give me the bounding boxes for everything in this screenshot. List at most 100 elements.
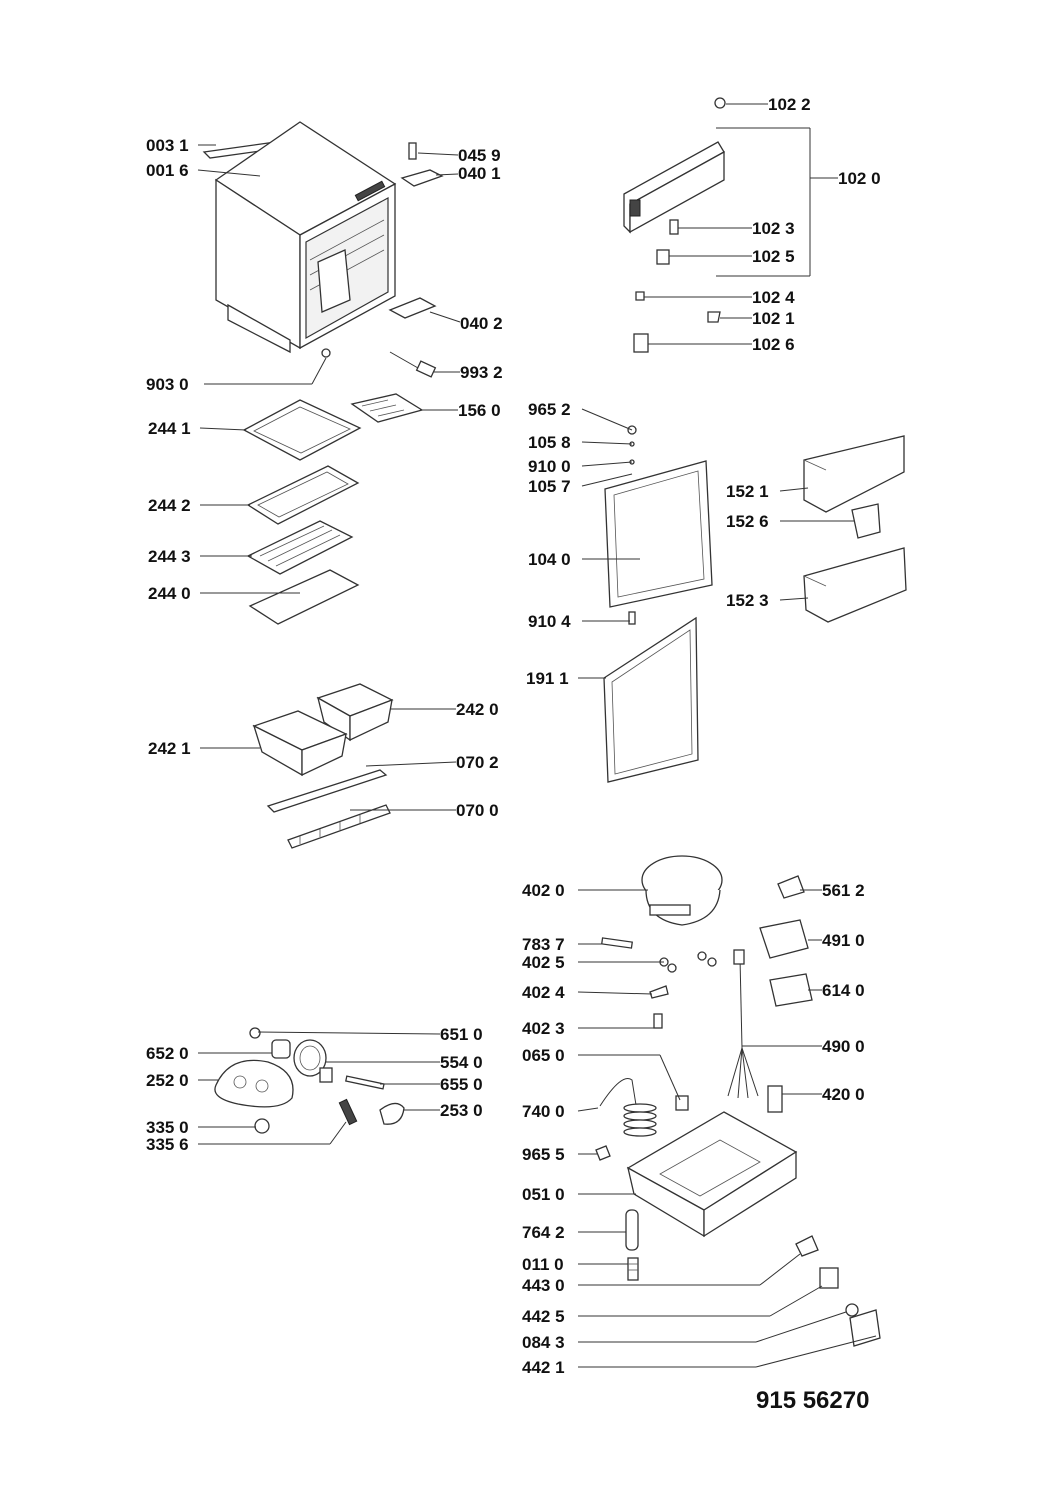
part-drawing-inner-door [604, 425, 713, 625]
label-6550: 655 0 [440, 1075, 483, 1094]
part-drawing-probe [389, 351, 437, 378]
part-drawing-shelf-3 [246, 520, 354, 575]
label-3356: 335 6 [146, 1135, 189, 1154]
label-1024: 102 4 [752, 288, 795, 307]
label-0016: 001 6 [146, 161, 189, 180]
leader-lines [197, 103, 877, 1368]
label-0031: 003 1 [146, 136, 189, 155]
part-drawing-cover-2530 [379, 1102, 405, 1125]
part-drawing-clip-4023 [653, 1013, 663, 1029]
label-4023: 402 3 [522, 1019, 565, 1038]
part-drawing-ice-tray [350, 393, 424, 423]
label-1058: 105 8 [528, 433, 571, 452]
label-0843: 084 3 [522, 1333, 565, 1352]
label-2421: 242 1 [148, 739, 191, 758]
part-drawing-tube-7642 [625, 1209, 639, 1251]
part-drawing-rail-0702 [266, 769, 388, 813]
label-4430: 443 0 [522, 1276, 565, 1295]
label-2442: 244 2 [148, 496, 191, 515]
part-drawing-shelf-2 [246, 465, 360, 525]
label-1025: 102 5 [752, 247, 795, 266]
part-drawing-cable-6550 [345, 1075, 385, 1090]
part-drawing-cabinet [214, 121, 397, 354]
label-9100: 910 0 [528, 457, 571, 476]
part-drawing-nut-0843 [845, 1303, 859, 1317]
part-drawing-drawer-2420 [316, 683, 394, 742]
label-0110: 011 0 [522, 1255, 564, 1274]
label-0401: 040 1 [458, 164, 501, 183]
part-drawing-capacitor-4200 [767, 1085, 783, 1113]
label-9104: 910 4 [528, 612, 571, 631]
label-2520: 252 0 [146, 1071, 189, 1090]
part-drawing-rail-0700 [287, 804, 391, 849]
label-6510: 651 0 [440, 1025, 483, 1044]
part-drawing-grommets [659, 951, 717, 973]
part-labels: 003 1 001 6 045 9 040 1 040 2 903 0 993 … [146, 95, 881, 1377]
label-9932: 993 2 [460, 363, 503, 382]
part-drawing-shelf-1 [242, 399, 362, 461]
label-4900: 490 0 [822, 1037, 865, 1056]
part-drawing-pin [408, 142, 417, 160]
label-1057: 105 7 [528, 477, 571, 496]
part-drawing-knob-3350 [254, 1118, 270, 1134]
label-4425: 442 5 [522, 1307, 565, 1326]
label-9030: 903 0 [146, 375, 189, 394]
part-drawing-crisper-cover [248, 569, 360, 625]
label-1526: 152 6 [726, 512, 769, 531]
part-drawing-lamp-holder [271, 1039, 291, 1059]
part-drawing-lower-hinge [388, 297, 437, 319]
part-drawing-knob-4425 [819, 1267, 839, 1289]
label-1521: 152 1 [726, 482, 769, 501]
label-1023: 102 3 [752, 219, 795, 238]
label-7837: 783 7 [522, 935, 565, 954]
part-drawing-door-bin-1523 [803, 547, 907, 623]
label-1022: 102 2 [768, 95, 811, 114]
part-drawing-spring-3356 [338, 1098, 358, 1126]
label-1911: 191 1 [526, 669, 569, 688]
part-drawing-lamp-bulb [249, 1027, 261, 1039]
part-drawing-bottle-clip [851, 503, 881, 539]
part-drawing-starter-4910 [759, 919, 809, 959]
label-4910: 491 0 [822, 931, 865, 950]
part-drawing-base-tray [626, 1111, 798, 1238]
part-drawing-upper-hinge [400, 169, 444, 187]
label-9655: 965 5 [522, 1145, 565, 1164]
document-number: 915 56270 [756, 1387, 869, 1414]
label-0459: 045 9 [458, 146, 501, 165]
part-drawing-starter-6140 [769, 973, 813, 1007]
part-drawing-compressor [641, 855, 723, 926]
label-2440: 244 0 [148, 584, 191, 603]
label-1560: 156 0 [458, 401, 501, 420]
label-4020: 402 0 [522, 881, 565, 900]
label-5540: 554 0 [440, 1053, 483, 1072]
label-1523: 152 3 [726, 591, 769, 610]
part-drawing-gasket [603, 616, 699, 783]
part-drawing-cable-4900 [727, 949, 759, 1099]
label-0702: 070 2 [456, 753, 499, 772]
part-drawing-door-panel [623, 97, 726, 353]
label-4200: 420 0 [822, 1085, 865, 1104]
part-drawing-foot [321, 348, 331, 358]
part-drawing-bolt-0110 [627, 1257, 639, 1281]
label-2441: 244 1 [148, 419, 191, 438]
label-2530: 253 0 [440, 1101, 483, 1120]
part-drawing-relay-5612 [777, 875, 805, 899]
part-drawing-screw-9655 [595, 1145, 611, 1161]
label-1026: 102 6 [752, 335, 795, 354]
part-drawing-tube-7837 [600, 937, 634, 949]
part-drawing-ring-5540 [293, 1039, 333, 1083]
part-drawing-bracket-4430 [795, 1235, 819, 1257]
label-5612: 561 2 [822, 881, 865, 900]
label-6520: 652 0 [146, 1044, 189, 1063]
label-0650: 065 0 [522, 1046, 565, 1065]
label-4025: 402 5 [522, 953, 565, 972]
part-drawing-drawer-2421 [252, 710, 348, 777]
label-9652: 965 2 [528, 400, 571, 419]
label-7400: 740 0 [522, 1102, 565, 1121]
label-0510: 051 0 [522, 1185, 565, 1204]
label-7642: 764 2 [522, 1223, 565, 1242]
label-2420: 242 0 [456, 700, 499, 719]
label-4421: 442 1 [522, 1358, 565, 1377]
